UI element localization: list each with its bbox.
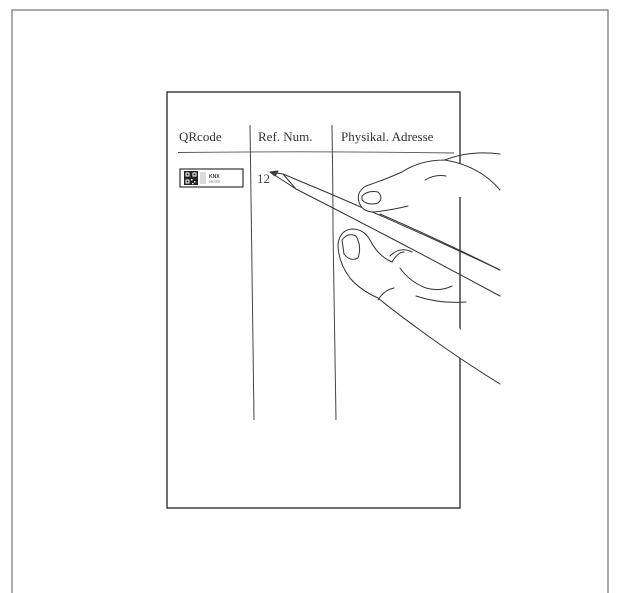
qr-sticker: KNX SECURE — [180, 169, 243, 187]
header-ref-num: Ref. Num. — [258, 129, 313, 144]
ref-num-value: 12 — [257, 171, 270, 186]
knx-sub-text: SECURE — [209, 180, 220, 184]
header-physical-address: Physikal. Adresse — [341, 129, 434, 144]
header-qrcode: QRcode — [179, 129, 222, 144]
knx-logo-text: KNX — [209, 174, 220, 180]
qr-code-icon — [184, 171, 198, 185]
